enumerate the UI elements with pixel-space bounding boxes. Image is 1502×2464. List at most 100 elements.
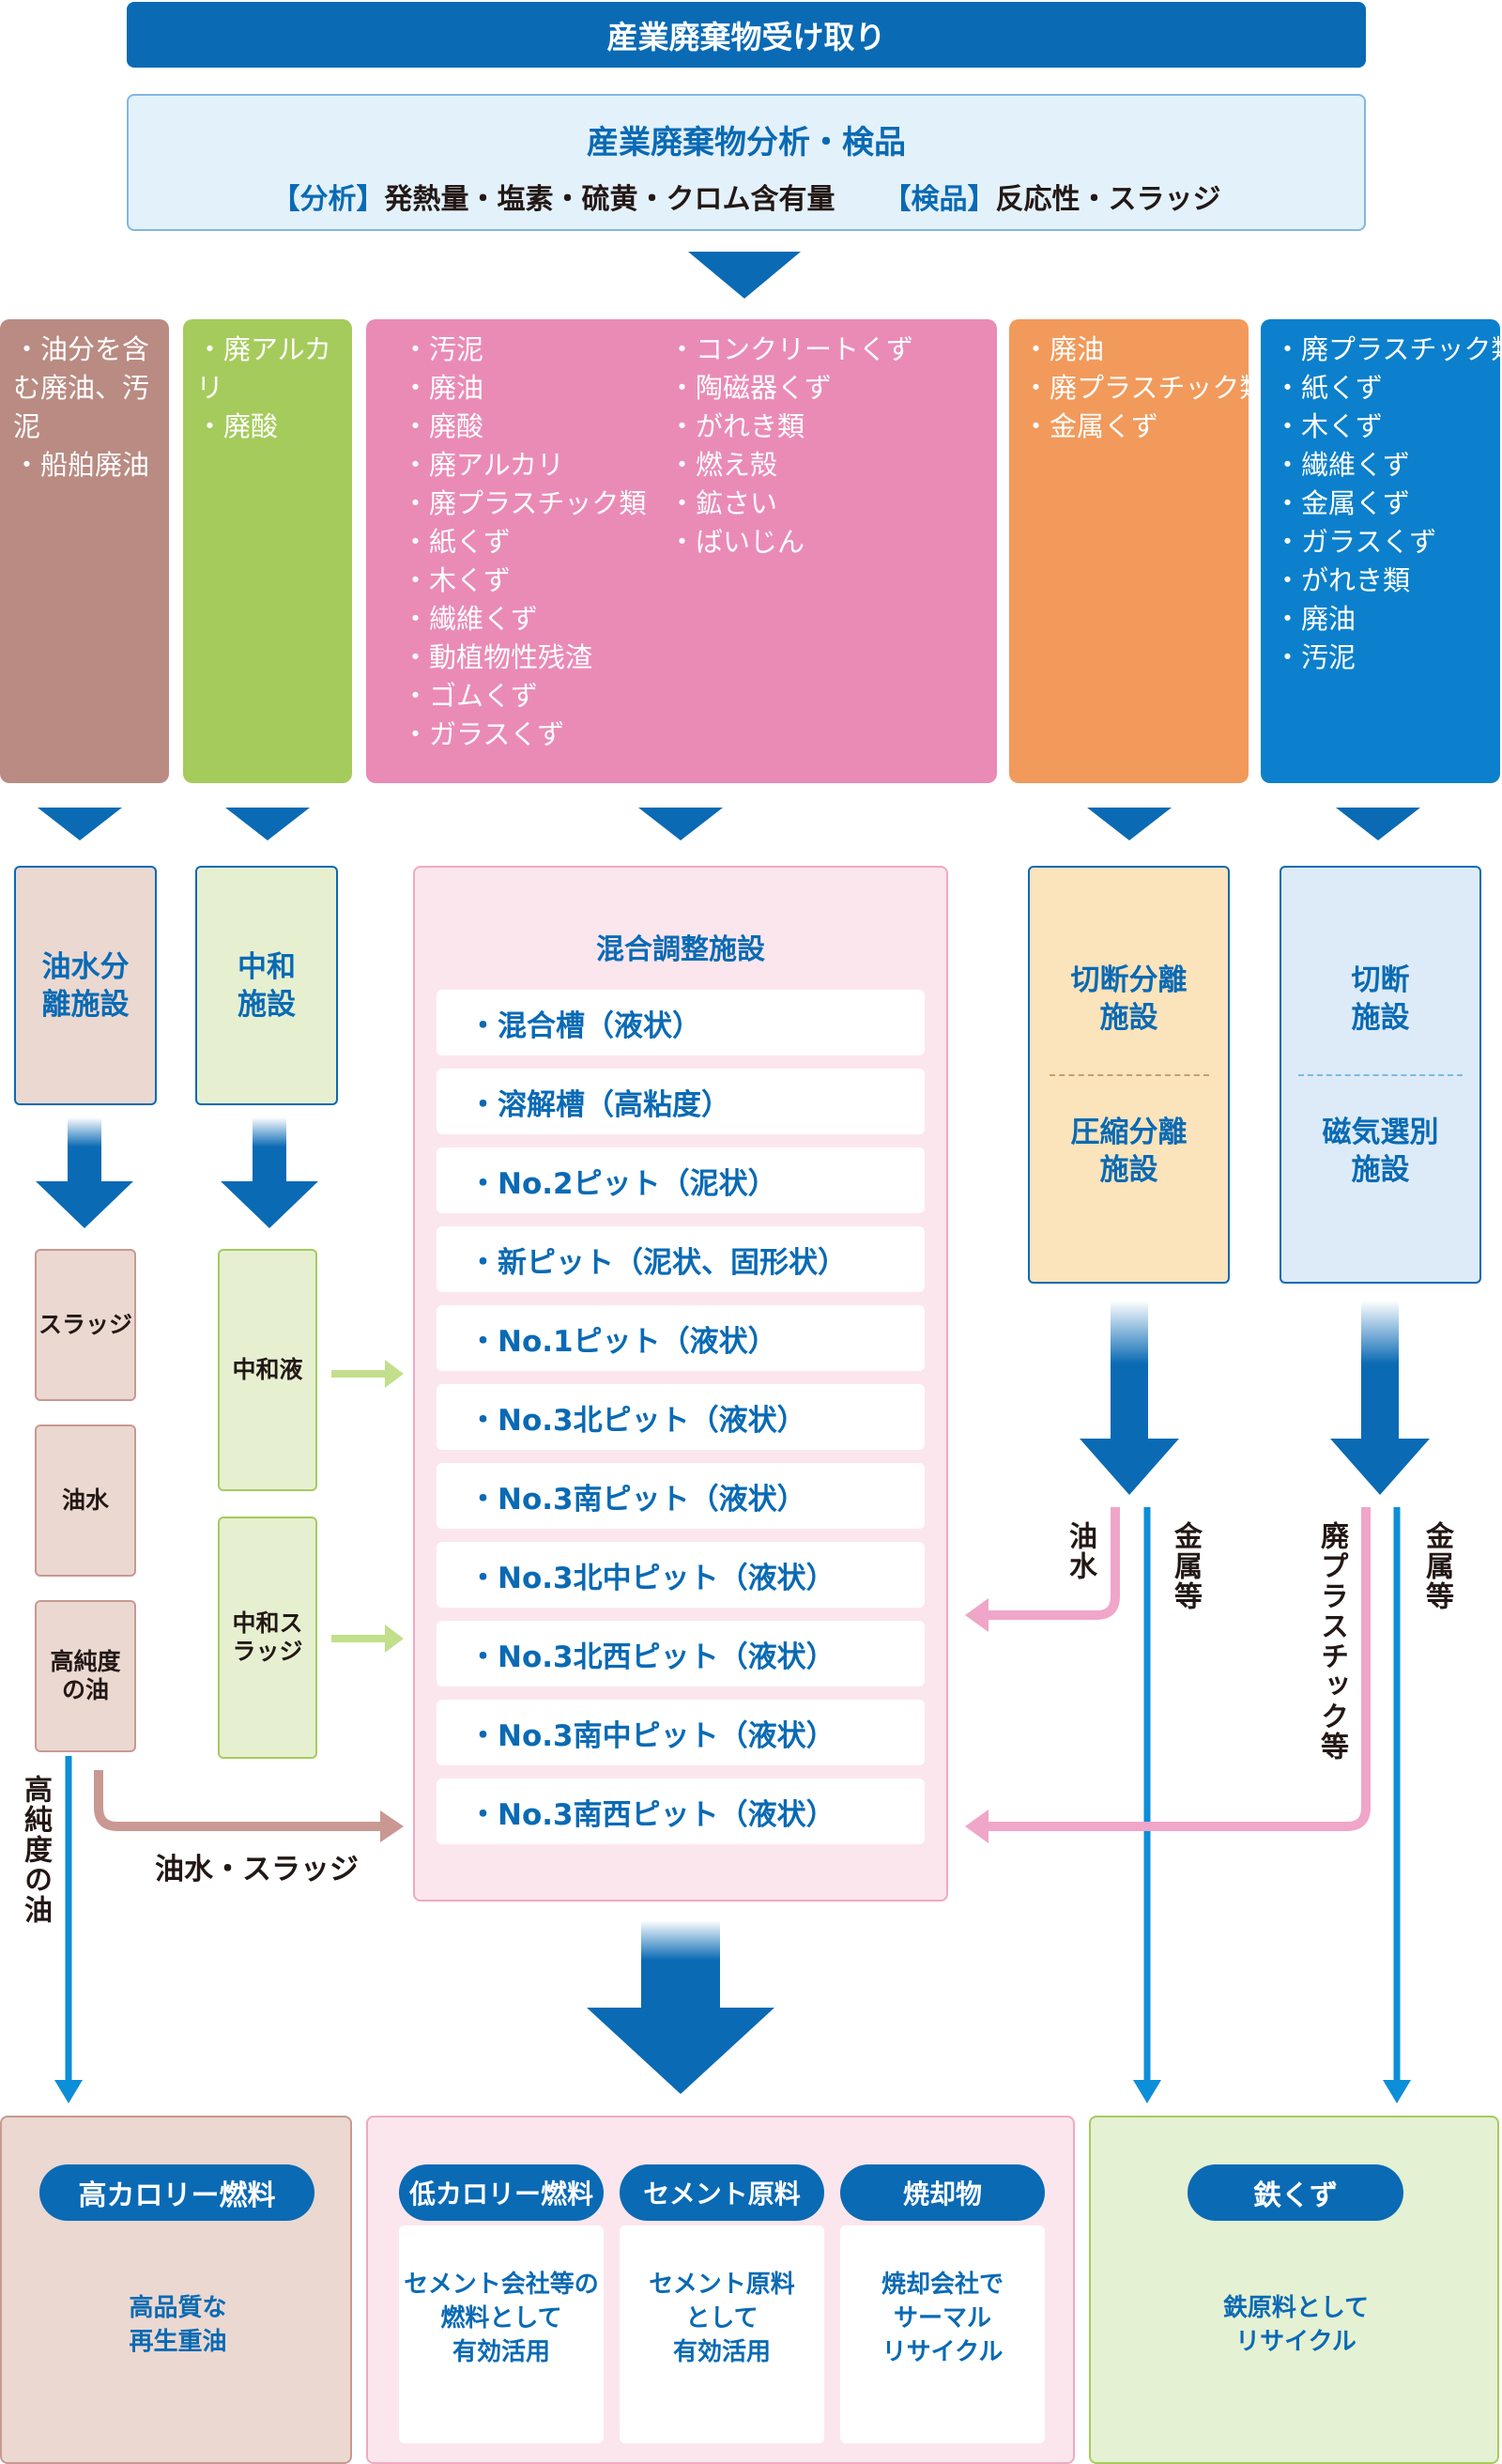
analysis-items: 発熱量・塩素・硫黄・クロム含有量 [384, 183, 835, 216]
desc-line: 再生重油 [129, 2328, 227, 2356]
pit-item: ・No.3北ピット（液状） [437, 1384, 925, 1450]
analysis-title: 産業廃棄物分析・検品 [587, 124, 906, 162]
analysis-box: 産業廃棄物分析・検品 【分析】発熱量・塩素・硫黄・クロム含有量 【検品】反応性・… [127, 94, 1366, 231]
incineration-desc: 焼却会社で サーマル リサイクル [840, 2268, 1045, 2369]
neutralization-label: 中和施設 [238, 949, 296, 1022]
category-blue-item: ・繊維くず [1274, 449, 1411, 481]
pit-item: ・No.3南ピット（液状） [437, 1463, 925, 1529]
analysis-down-arrow [688, 252, 801, 299]
category-mixed-item: ・紙くず [402, 526, 512, 558]
oil-sludge-arrow-line [94, 1770, 385, 1831]
pit-item: ・No.3南中ピット（液状） [437, 1700, 925, 1765]
category-oil-item: ・油分を含む廃油、汚泥 [13, 333, 150, 442]
pit-item: ・No.2ピット（泥状） [437, 1147, 925, 1213]
pit-item: ・溶解槽（高粘度） [437, 1069, 925, 1134]
category-mixed-item: ・廃油 [402, 372, 484, 404]
category-mixed-right-list: ・コンクリートくず ・陶磁器くず ・がれき類 ・燃え殻 ・鉱さい ・ばいじん [668, 331, 913, 562]
category-mixed-item: ・燃え殻 [668, 449, 778, 481]
iron-scrap-desc: 鉄原料として リサイクル [1091, 2291, 1501, 2359]
category-oil: ・油分を含む廃油、汚泥 ・船舶廃油 [0, 319, 169, 783]
output-iron-scrap: 鉄くず 鉄原料として リサイクル [1089, 2116, 1499, 2464]
category-mixed-item: ・動植物性残渣 [402, 641, 593, 673]
mixing-facility-title: 混合調整施設 [596, 933, 765, 966]
category-mixed-item: ・鉱さい [668, 487, 778, 519]
pit-item: ・No.3北中ピット（液状） [437, 1542, 925, 1608]
category-mixed-item: ・ばいじん [668, 526, 805, 558]
category-orange-item: ・廃油 [1022, 333, 1105, 365]
category-mixed-item: ・廃酸 [402, 410, 484, 442]
cut-arrow-head [1330, 1439, 1430, 1495]
desc-line: リサイクル [1235, 2328, 1356, 2356]
oil-water-box: 油水 [35, 1424, 136, 1577]
output-middle-group: 低カロリー燃料 セメント原料 焼却物 セメント会社等の 燃料として 有効活用 セ… [366, 2116, 1075, 2464]
plastic-return-line [984, 1507, 1371, 1831]
pit-item: ・No.1ピット（液状） [437, 1305, 925, 1371]
category-acid-item: ・廃酸 [196, 410, 279, 442]
category-blue-item: ・ガラスくず [1274, 526, 1437, 558]
oil-water-separation-label: 油水分離施設 [41, 949, 130, 1022]
category-orange-item: ・廃プラスチック類 [1022, 372, 1267, 404]
low-calorie-desc: セメント会社等の 燃料として 有効活用 [399, 2268, 604, 2369]
desc-line: 有効活用 [452, 2338, 550, 2366]
category-mixed: ・汚泥 ・廃油 ・廃酸 ・廃アルカリ ・廃プラスチック類 ・紙くず ・木くず ・… [366, 319, 997, 783]
facility-divider [1298, 1073, 1463, 1076]
category-mixed-item: ・木くず [402, 564, 512, 596]
category-orange: ・廃油 ・廃プラスチック類 ・金属くず [1009, 319, 1267, 783]
high-calorie-pill: 高カロリー燃料 [39, 2164, 314, 2221]
category-mixed-item: ・ゴムくず [402, 680, 539, 712]
cut-label: 切断施設 [1351, 962, 1410, 1035]
oil-water-return-head [965, 1598, 989, 1632]
category-blue-item: ・木くず [1274, 410, 1384, 442]
cut-sep-arrow-shaft [1111, 1301, 1148, 1441]
acid-category-arrow [225, 808, 310, 840]
neutral-liquid-arrow-head [385, 1360, 404, 1388]
cut-separation-label: 切断分離施設 [1070, 962, 1188, 1035]
analysis-details: 【分析】発熱量・塩素・硫黄・クロム含有量 【検品】反応性・スラッジ [129, 176, 1364, 217]
category-mixed-item: ・廃プラスチック類 [402, 487, 647, 519]
oil-category-arrow [38, 808, 122, 840]
category-mixed-item: ・コンクリートくず [668, 333, 914, 365]
high-purity-oil-head [54, 2080, 83, 2103]
metal-line-2-head [1383, 2080, 1411, 2103]
pit-item: ・新ピット（泥状、固形状） [437, 1226, 925, 1292]
category-blue-item: ・金属くず [1274, 487, 1411, 519]
output-high-calorie: 高カロリー燃料 高品質な 再生重油 [0, 2116, 352, 2464]
mixed-category-arrow [638, 808, 723, 840]
high-purity-oil-flow-label: 高純度の油 [19, 1775, 52, 1925]
category-blue-item: ・紙くず [1274, 372, 1384, 404]
category-acid-item: ・廃アルカリ [196, 333, 331, 404]
sludge-label: スラッジ [38, 1311, 132, 1338]
cement-card [620, 2225, 824, 2443]
pit-item: ・No.3北西ピット（液状） [437, 1621, 925, 1686]
neutral-sludge-label: 中和スラッジ [232, 1609, 303, 1665]
cement-desc: セメント原料 として 有効活用 [620, 2268, 824, 2369]
sludge-box: スラッジ [35, 1249, 136, 1401]
metal-line-1-head [1133, 2080, 1161, 2103]
category-acid: ・廃アルカリ ・廃酸 [183, 319, 352, 783]
inspection-items: 反応性・スラッジ [995, 183, 1221, 216]
oil-water-separation-facility: 油水分離施設 [14, 866, 157, 1105]
category-blue-item: ・がれき類 [1274, 564, 1411, 596]
header-title: 産業廃棄物受け取り [606, 19, 886, 55]
category-blue-item: ・廃油 [1274, 603, 1356, 635]
category-mixed-item: ・廃アルカリ [402, 449, 564, 481]
oil-water-flow-label: 油水 [1064, 1521, 1096, 1581]
pit-item: ・No.3南西ピット（液状） [437, 1779, 925, 1844]
desc-line: セメント原料 [649, 2271, 795, 2299]
high-calorie-desc: 高品質な 再生重油 [2, 2291, 354, 2359]
analysis-tag: 【分析】 [271, 183, 385, 216]
plastic-return-head [965, 1810, 989, 1843]
iron-scrap-pill: 鉄くず [1188, 2164, 1403, 2221]
desc-line: として [685, 2304, 759, 2333]
oil-sludge-flow-label: 油水・スラッジ [155, 1853, 359, 1886]
orange-category-arrow [1087, 808, 1172, 840]
compress-separation-label: 圧縮分離施設 [1070, 1115, 1188, 1187]
cut-sep-arrow-head [1080, 1439, 1179, 1495]
neutral-sludge-box: 中和スラッジ [218, 1517, 317, 1759]
desc-line: サーマル [893, 2304, 991, 2333]
category-orange-item: ・金属くず [1022, 410, 1159, 442]
incineration-card [840, 2225, 1045, 2443]
cement-pill: セメント原料 [620, 2164, 824, 2221]
desc-line: 焼却会社で [881, 2271, 1004, 2299]
